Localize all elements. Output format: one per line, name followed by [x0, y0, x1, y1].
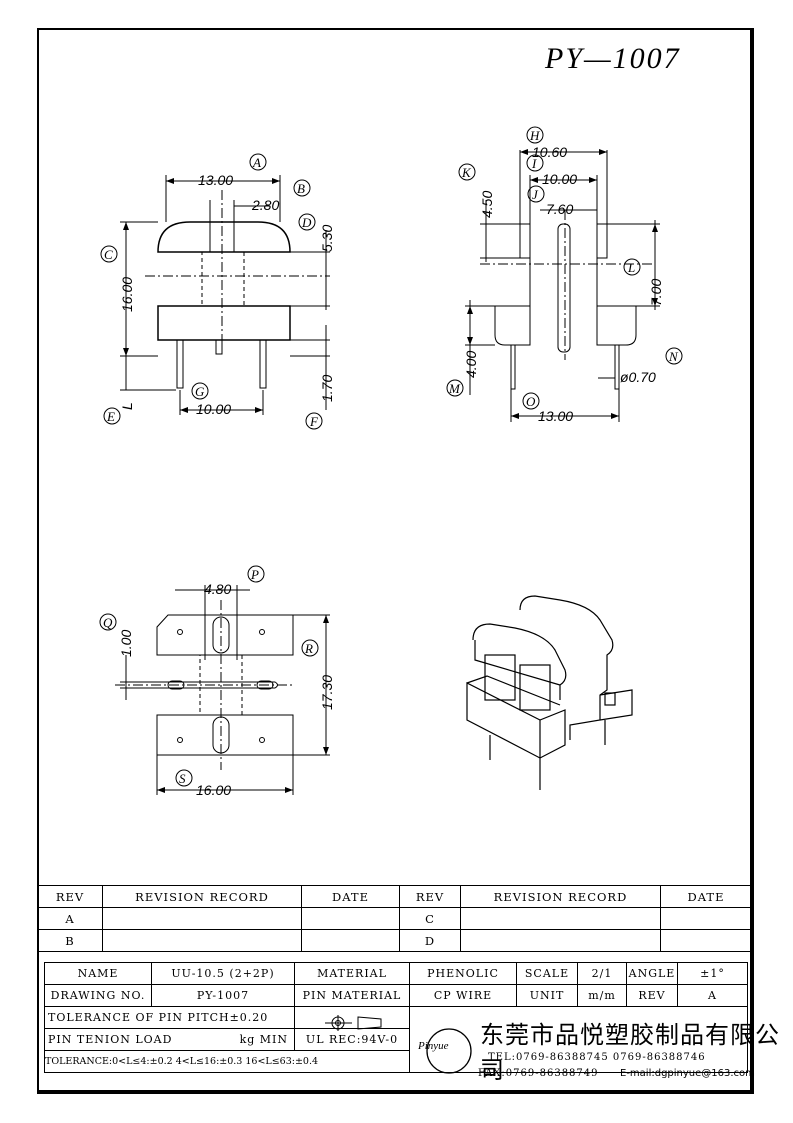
- callout-f: F: [309, 414, 319, 429]
- rev-record-header-1: REVISION RECORD: [102, 885, 302, 908]
- dimension-arrows: [123, 149, 658, 793]
- dim-bottom-p: 4.80: [204, 581, 231, 597]
- rev-record-header-2: REVISION RECORD: [460, 885, 661, 908]
- callout-q: Q: [103, 615, 113, 630]
- dim-bottom-s: 16.00: [196, 782, 231, 798]
- dim-front-f: 1.70: [319, 375, 335, 402]
- callout-r: R: [304, 641, 313, 656]
- callout-d: D: [301, 215, 312, 230]
- company-logo: Pinyue: [418, 1040, 449, 1052]
- drawing-no-label: DRAWING NO.: [44, 984, 152, 1007]
- tolerance-line: TOLERANCE:0<L≤4:±0.2 4<L≤16:±0.3 16<L≤63…: [44, 1050, 410, 1073]
- pin-tension-text: PIN TENION LOAD: [48, 1033, 173, 1046]
- dim-front-l: L: [119, 402, 135, 410]
- name-value: UU-10.5 (2+2P): [151, 962, 295, 985]
- callout-i: I: [531, 156, 537, 171]
- pin-tension-label: PIN TENION LOAD kg MIN: [44, 1028, 295, 1051]
- scale-value: 2/1: [577, 962, 627, 985]
- rev-header-1: REV: [37, 885, 103, 908]
- revision-table: REV REVISION RECORD DATE REV REVISION RE…: [37, 885, 752, 952]
- rev-cell: [460, 929, 661, 952]
- angle-value: ±1°: [677, 962, 748, 985]
- dim-side-pitch: 13.00: [538, 408, 573, 424]
- unit-label: UNIT: [516, 984, 578, 1007]
- rev-cell: D: [399, 929, 461, 952]
- rev-cell: [660, 929, 752, 952]
- dim-side-m: 4.00: [463, 351, 479, 378]
- rev-cell: B: [37, 929, 103, 952]
- drawing-frame: [37, 28, 752, 1092]
- pin-material-value: CP WIRE: [409, 984, 517, 1007]
- callout-b: B: [297, 181, 305, 196]
- dim-bottom-r: 17.30: [319, 675, 335, 710]
- callout-m: M: [448, 381, 461, 396]
- callout-e: E: [106, 409, 115, 424]
- dim-side-i: 10.00: [542, 171, 577, 187]
- rev-cell: [301, 907, 400, 930]
- callout-j: J: [532, 187, 539, 202]
- rev-cell: [102, 929, 302, 952]
- part-number-title: PY—1007: [545, 42, 681, 75]
- rev-date-header-1: DATE: [301, 885, 400, 908]
- dim-front-width: 13.00: [198, 172, 233, 188]
- angle-label: ANGLE: [626, 962, 678, 985]
- rev-cell: [301, 929, 400, 952]
- frame-edge-right: [752, 28, 754, 1094]
- pin-material-label: PIN MATERIAL: [294, 984, 410, 1007]
- rev-value: A: [677, 984, 748, 1007]
- callout-k: K: [461, 165, 472, 180]
- material-label: MATERIAL: [294, 962, 410, 985]
- drawing-no-value: PY-1007: [151, 984, 295, 1007]
- dim-front-d: 5.30: [319, 225, 335, 252]
- material-value: PHENOLIC: [409, 962, 517, 985]
- callout-o: O: [526, 394, 536, 409]
- bottom-view: [115, 585, 330, 795]
- dim-bottom-q: 1.00: [118, 630, 134, 657]
- pin-tension-unit: kg MIN: [239, 1033, 288, 1046]
- callout-a: A: [252, 155, 261, 170]
- title-block: NAME UU-10.5 (2+2P) MATERIAL PHENOLIC SC…: [44, 962, 748, 1073]
- callout-g: G: [195, 384, 205, 399]
- side-view: [465, 150, 660, 422]
- dim-side-l: 7.00: [648, 279, 664, 306]
- callout-p: P: [250, 567, 259, 582]
- dim-front-pin-pitch: 10.00: [196, 401, 231, 417]
- dim-front-height: 16.00: [119, 277, 135, 312]
- rev-cell: [102, 907, 302, 930]
- front-view: [120, 175, 330, 415]
- rev-cell: [660, 907, 752, 930]
- callout-c: C: [104, 247, 113, 262]
- projection-symbol-cell: [294, 1006, 410, 1029]
- dim-side-j: 7.60: [546, 201, 573, 217]
- name-label: NAME: [44, 962, 152, 985]
- callout-h: H: [529, 128, 540, 143]
- callout-n: N: [668, 349, 679, 364]
- callout-l: L: [627, 260, 635, 275]
- rev-cell: [460, 907, 661, 930]
- rev-header-2: REV: [399, 885, 461, 908]
- scale-label: SCALE: [516, 962, 578, 985]
- company-cell: [409, 1006, 748, 1073]
- company-email: E-mail:dgpinyue@163.com: [620, 1068, 755, 1079]
- callout-s: S: [179, 771, 186, 786]
- dim-front-slot: 2.80: [251, 197, 279, 213]
- company-name: 东莞市品悦塑胶制品有限公司: [480, 1021, 780, 1084]
- company-fax: FAX:0769-86388749: [478, 1068, 599, 1079]
- rev-label: REV: [626, 984, 678, 1007]
- company-tel: TEL:0769-86388745 0769-86388746: [488, 1052, 706, 1063]
- dim-side-k: 4.50: [479, 191, 495, 218]
- frame-edge-bottom: [37, 1092, 754, 1094]
- unit-value: m/m: [577, 984, 627, 1007]
- dim-side-pin-dia: ø0.70: [620, 369, 656, 385]
- isometric-view: [466, 595, 633, 790]
- rev-date-header-2: DATE: [660, 885, 752, 908]
- tolerance-pin-pitch: TOLERANCE OF PIN PITCH±0.20: [44, 1006, 295, 1029]
- rev-cell: C: [399, 907, 461, 930]
- rev-cell: A: [37, 907, 103, 930]
- dim-side-h: 10.60: [532, 144, 567, 160]
- ul-rating: UL REC:94V-0: [294, 1028, 410, 1051]
